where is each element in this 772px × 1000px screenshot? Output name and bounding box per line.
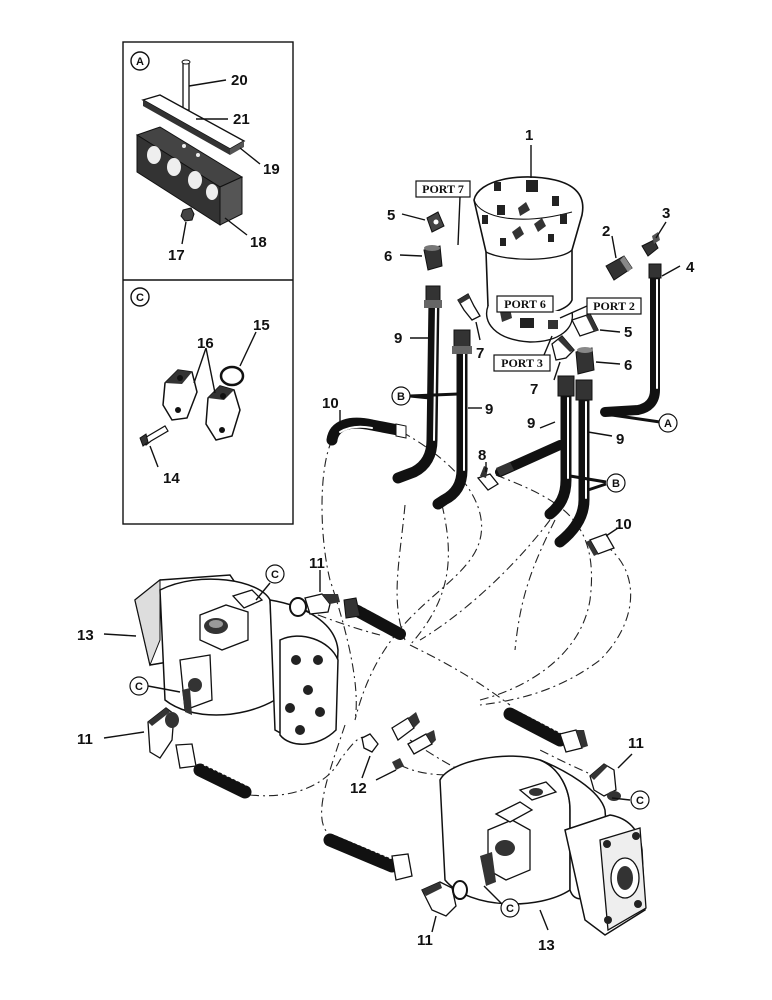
port-7-label: PORT 7 [422, 182, 464, 196]
control-valve-1: 1 [473, 127, 584, 343]
hose-stub-lower-left [175, 743, 252, 799]
callout-17: 17 [168, 247, 185, 264]
callout-8: 8 [478, 447, 486, 464]
callout-14: 14 [163, 470, 180, 487]
pump-13-left: 13 [77, 574, 339, 745]
detail-b-callout-left: B [391, 386, 459, 406]
port-3-label: PORT 3 [501, 356, 543, 370]
detail-a-letter-hose: A [664, 418, 672, 430]
port-labels: PORT 7 PORT 6 PORT 2 PORT 3 [415, 180, 642, 372]
detail-a-callout-hose: A [604, 412, 678, 433]
detail-b-letter-right: B [612, 478, 620, 490]
callout-3: 3 [662, 205, 670, 222]
plug-17 [180, 207, 195, 222]
detail-b-letter-left: B [397, 391, 405, 403]
detail-c-letter-4: C [506, 903, 514, 915]
fitting-11-right: 11 C [589, 735, 650, 810]
callout-11-upper-left: 11 [309, 555, 325, 572]
callout-11-right: 11 [628, 735, 644, 752]
callout-13-left: 13 [77, 627, 94, 644]
fitting-8: 8 [476, 447, 499, 491]
hose-10-right-fitting: 10 [586, 516, 632, 556]
detail-a: A [130, 51, 280, 264]
detail-a-letter: A [136, 56, 144, 68]
fitting-5-right: 5 [571, 313, 632, 341]
callout-10-right: 10 [615, 516, 632, 533]
hose-9-straight-lower: 9 [495, 415, 565, 477]
fitting-7-port6: 7 [457, 293, 484, 362]
callout-9-right-outer: 9 [527, 415, 535, 432]
callout-11-lower-left: 11 [77, 731, 93, 748]
fitting-11-lower-left: 11 [77, 707, 179, 759]
bolt-14 [139, 425, 169, 447]
fitting-2: 2 [602, 223, 633, 281]
callout-12: 12 [350, 780, 367, 797]
hose-stub-right [503, 707, 588, 753]
fitting-5-upper: 5 [387, 207, 445, 233]
callout-18: 18 [250, 234, 267, 251]
port-2-label: PORT 2 [593, 299, 635, 313]
callout-20: 20 [231, 72, 248, 89]
hose-stub-upper-left [343, 597, 406, 640]
callout-10-upper: 10 [322, 395, 339, 412]
callout-2: 2 [602, 223, 610, 240]
upper-hoses: 4 9 9 B [322, 259, 695, 556]
detail-inset-panel: A [122, 41, 294, 525]
callout-4: 4 [686, 259, 695, 276]
callout-21: 21 [233, 111, 250, 128]
callout-6-upper: 6 [384, 248, 392, 265]
fittings-12: 12 [350, 712, 436, 797]
detail-c-letter: C [136, 292, 144, 304]
bolt-20 [181, 59, 191, 111]
fitting-3: 3 [641, 205, 670, 257]
callout-19: 19 [263, 161, 280, 178]
callout-11-lower-center: 11 [417, 932, 433, 949]
fitting-7-port3: 7 [530, 335, 575, 398]
fitting-6-right: 6 [575, 347, 632, 375]
hose-routing-lines [249, 431, 632, 836]
pump-13-right: 13 [439, 755, 647, 954]
fitting-11-upper-left: 11 [289, 555, 340, 617]
detail-b-callout-right: B [569, 473, 626, 493]
detail-c-letter-2: C [135, 681, 143, 693]
callout-13-right: 13 [538, 937, 555, 954]
callout-9-right-inner: 9 [616, 431, 624, 448]
callout-6-right: 6 [624, 357, 632, 374]
detail-c-letter-3: C [636, 795, 644, 807]
fitting-6-upper: 6 [384, 245, 443, 271]
callout-7-upper: 7 [476, 345, 484, 362]
hose-stub-lower-center [323, 833, 413, 881]
hose-10-upper: 10 [322, 395, 407, 446]
fitting-11-lower-center: 11 C [417, 880, 520, 949]
o-ring-15 [219, 365, 245, 387]
split-flange-16 [162, 369, 241, 441]
port-6-label: PORT 6 [504, 297, 546, 311]
detail-c-letter-1: C [271, 569, 279, 581]
callout-16: 16 [197, 335, 214, 352]
callout-1: 1 [525, 127, 533, 144]
hose-4: 4 [600, 259, 695, 417]
callout-5-upper: 5 [387, 207, 395, 224]
callout-7-lower: 7 [530, 381, 538, 398]
hose-9-left-outer: 9 [392, 285, 442, 484]
callout-5-right: 5 [624, 324, 632, 341]
callout-15: 15 [253, 317, 270, 334]
detail-c-callouts-left: C C [129, 564, 285, 696]
fittings-upper: 2 3 5 6 7 [384, 205, 670, 491]
detail-c: C 16 15 [130, 287, 270, 487]
hose-9-right-pair: 9 [544, 375, 624, 548]
manifold-block-18 [135, 126, 244, 226]
callout-9-left-outer: 9 [394, 330, 402, 347]
hose-9-left-inner: 9 [432, 329, 493, 510]
callout-9-left-inner: 9 [485, 401, 493, 418]
